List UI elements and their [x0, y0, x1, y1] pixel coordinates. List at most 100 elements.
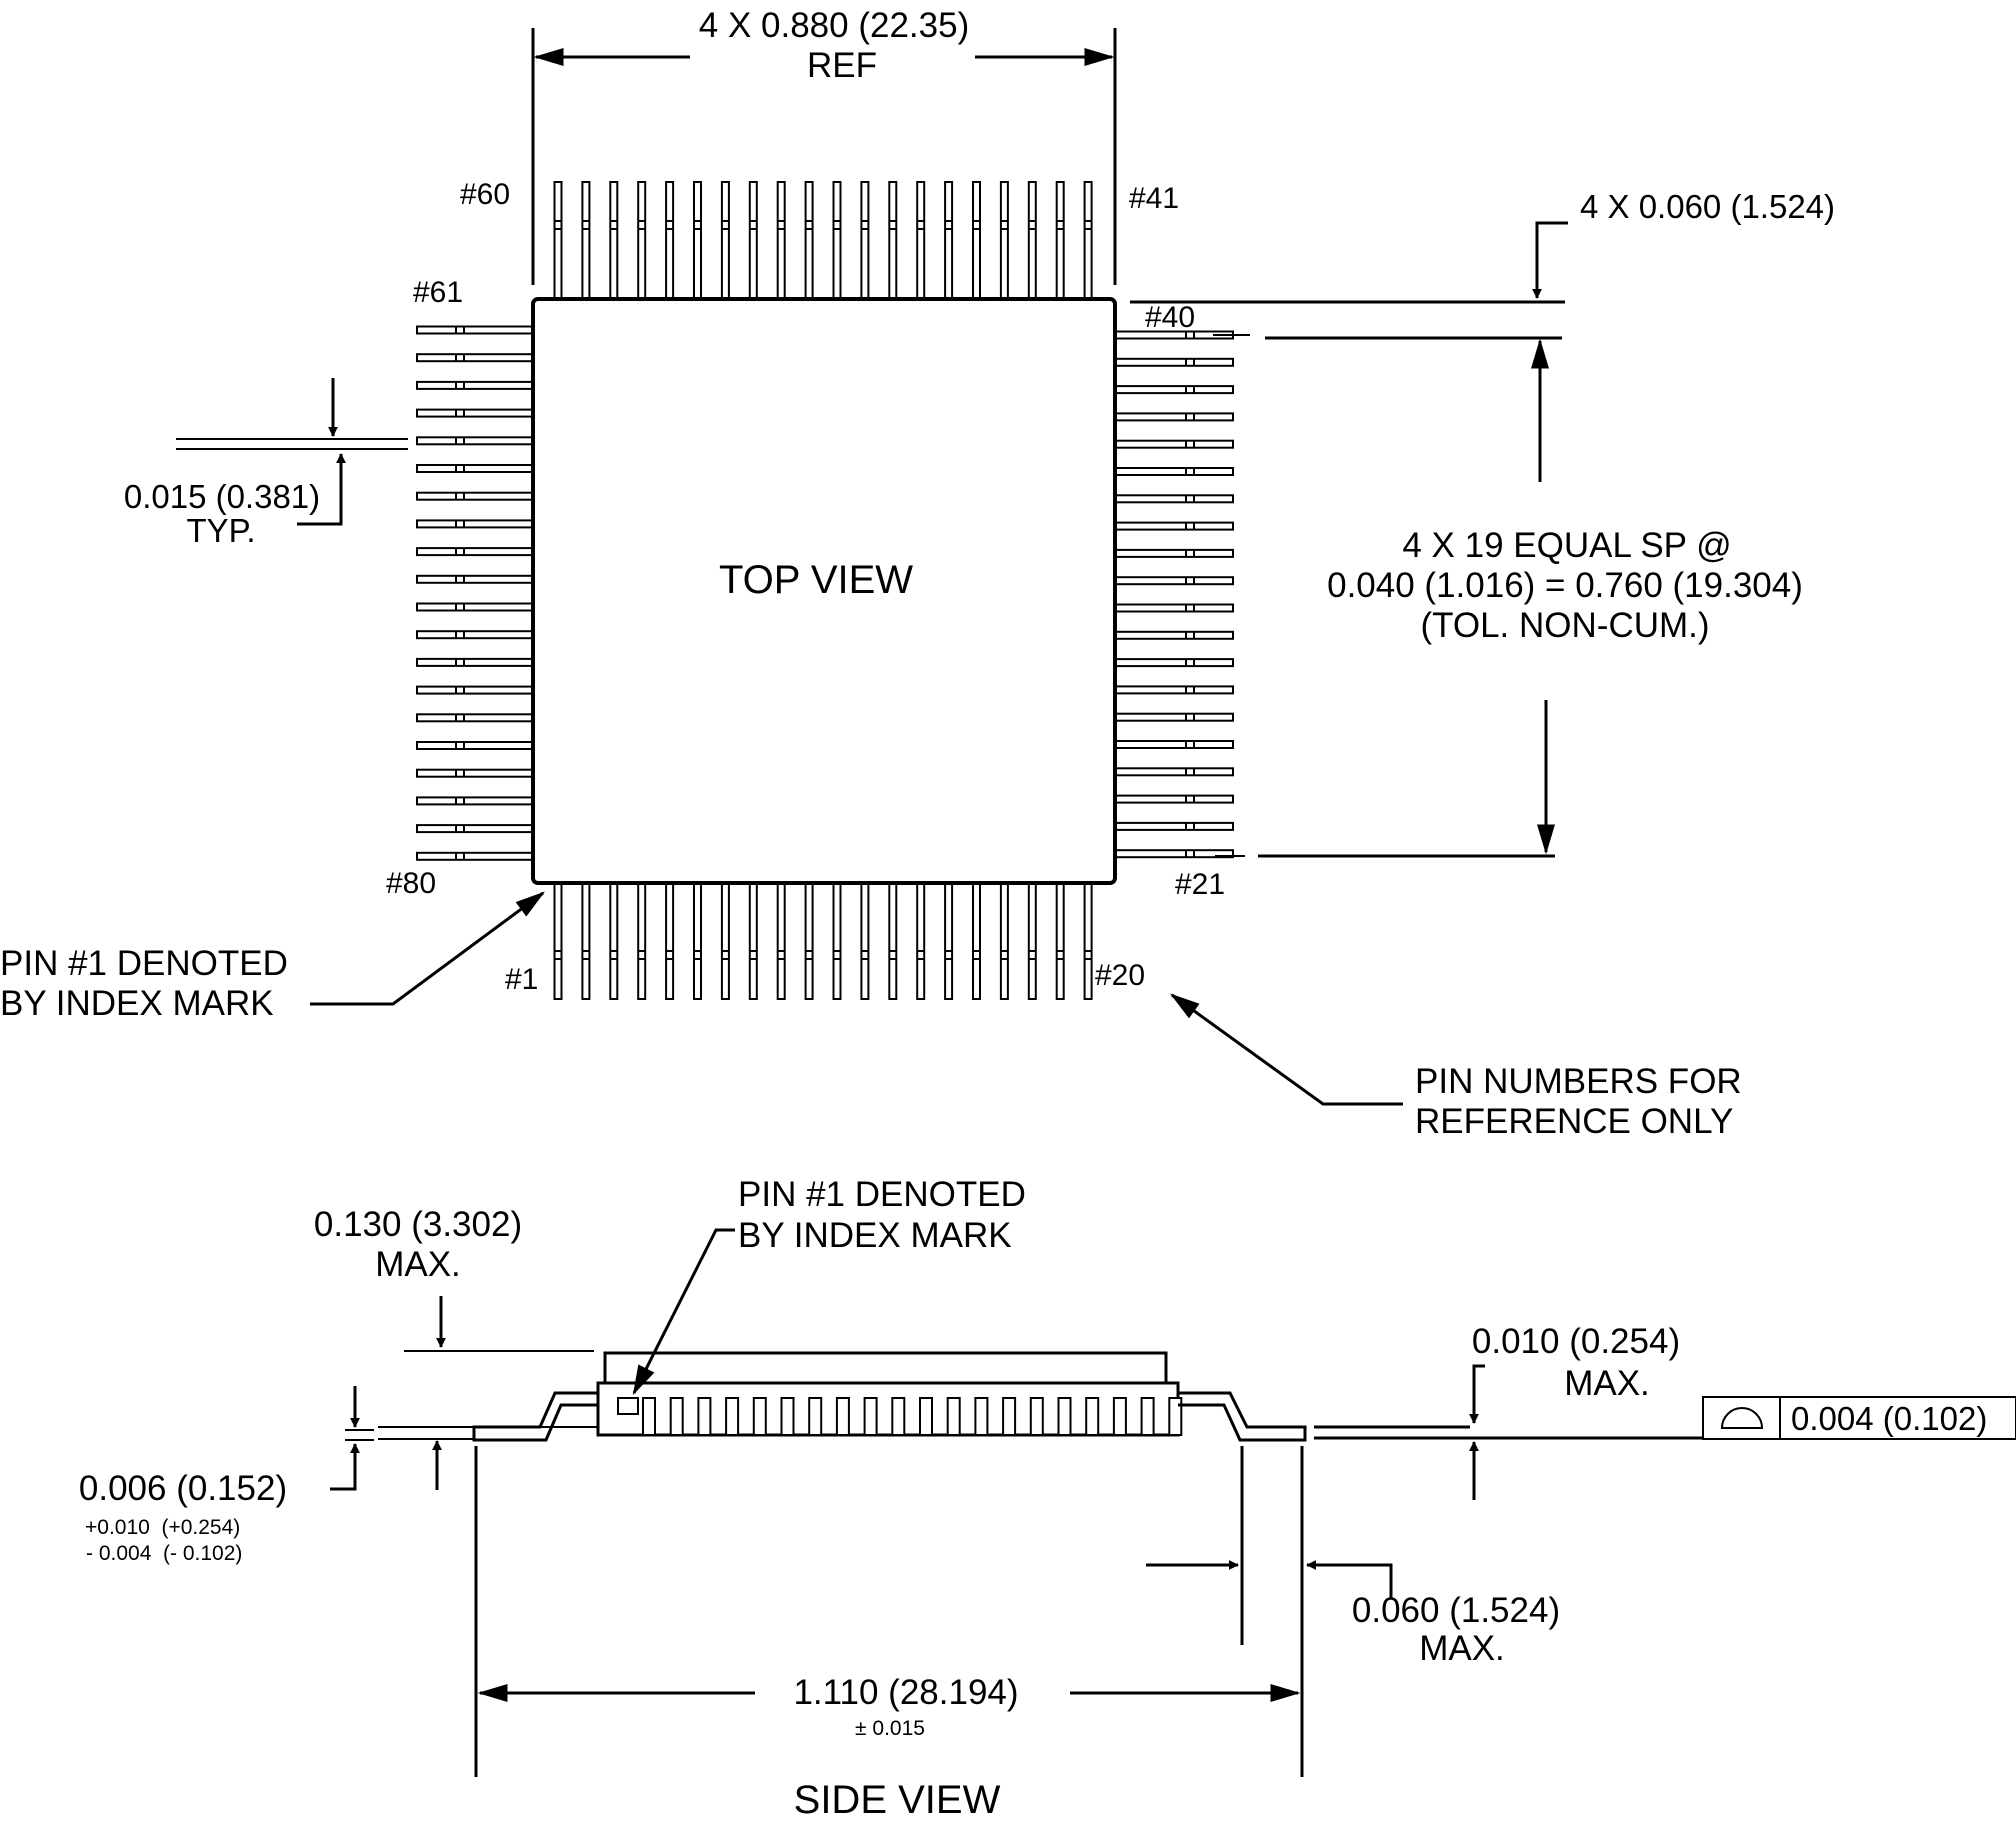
- spacing-dim-line3: (TOL. NON-CUM.): [1420, 606, 1709, 645]
- lead: [972, 181, 981, 300]
- lead: [1114, 494, 1234, 504]
- lead: [416, 741, 534, 750]
- lead-thickness-minus: - 0.004 (- 0.102): [86, 1542, 242, 1565]
- lead: [1114, 712, 1234, 722]
- side-lead: [642, 1397, 656, 1436]
- lead: [1114, 821, 1234, 831]
- side-view: 0.130 (3.302) MAX. PIN #1 DENOTED BY IND…: [79, 1175, 2016, 1822]
- lead: [416, 325, 534, 335]
- overall-length-dimension: 1.110 (28.194) ± 0.015: [474, 1446, 1301, 1777]
- lead: [720, 181, 730, 300]
- lead: [1114, 521, 1234, 531]
- lead: [1114, 576, 1234, 586]
- lead: [888, 181, 898, 300]
- lead: [1114, 385, 1234, 395]
- side-index-line2: BY INDEX MARK: [738, 1216, 1012, 1255]
- foot-length-max: MAX.: [1419, 1629, 1505, 1668]
- width-dim-ref: REF: [807, 46, 877, 85]
- width-dim-value: 4 X 0.880 (22.35): [699, 6, 969, 45]
- lead: [637, 882, 647, 1000]
- lead: [776, 882, 786, 1000]
- side-lead: [974, 1397, 989, 1436]
- lead: [999, 882, 1009, 1000]
- index-mark-note: PIN #1 DENOTED BY INDEX MARK: [0, 891, 546, 1023]
- pin-label-1: #1: [505, 963, 538, 996]
- side-index-line1: PIN #1 DENOTED: [738, 1175, 1026, 1214]
- side-view-title: SIDE VIEW: [794, 1778, 1001, 1822]
- side-lead: [946, 1397, 961, 1436]
- top-view: TOP VIEW #60 #41 #61 #40 #80 #21 #1 #20 …: [0, 6, 1835, 1141]
- lead: [581, 882, 591, 1000]
- left-gull-wing-lead: [472, 1391, 598, 1442]
- reference-note: PIN NUMBERS FOR REFERENCE ONLY: [1169, 993, 1742, 1141]
- lead: [416, 353, 534, 363]
- lead: [1114, 467, 1234, 476]
- lead: [553, 882, 563, 1000]
- lead: [416, 796, 534, 806]
- lead: [416, 547, 534, 557]
- lead: [416, 713, 534, 723]
- lead: [832, 882, 842, 1000]
- spacing-dim-line2: 0.040 (1.016) = 0.760 (19.304): [1327, 566, 1803, 605]
- side-lead: [835, 1397, 850, 1436]
- height-dim-value: 0.130 (3.302): [314, 1205, 522, 1244]
- lead: [609, 181, 619, 300]
- lead: [944, 181, 954, 300]
- package-body: [531, 297, 1117, 885]
- reference-note-line2: REFERENCE ONLY: [1415, 1102, 1733, 1141]
- side-lead: [1029, 1397, 1044, 1436]
- foot-length-dimension: 0.060 (1.524) MAX.: [1146, 1446, 1560, 1777]
- side-lead: [1140, 1397, 1155, 1436]
- height-dim-max: MAX.: [375, 1245, 461, 1284]
- lead: [416, 519, 534, 529]
- lead: [1055, 181, 1065, 300]
- pin-label-60: #60: [460, 178, 510, 211]
- lead: [972, 882, 981, 1000]
- side-lead: [1002, 1397, 1017, 1436]
- side-view-lid: [603, 1351, 1168, 1385]
- top-view-title: TOP VIEW: [719, 558, 913, 602]
- side-lead: [919, 1397, 933, 1436]
- overall-length-value: 1.110 (28.194): [793, 1673, 1018, 1712]
- side-view-body: [596, 1381, 1180, 1437]
- spacing-dim-line1: 4 X 19 EQUAL SP @: [1402, 526, 1731, 565]
- flatness-value: 0.004 (0.102): [1791, 1400, 1987, 1437]
- lead: [1027, 181, 1037, 300]
- standoff-max: MAX.: [1564, 1364, 1650, 1403]
- lead: [1114, 740, 1234, 749]
- lead: [1114, 412, 1234, 422]
- lead-width-value: 0.015 (0.381): [124, 478, 320, 515]
- standoff-dimension: 0.010 (0.254) MAX.: [1469, 1322, 1680, 1500]
- lead: [1114, 767, 1234, 777]
- lead: [416, 824, 534, 834]
- lead: [416, 464, 534, 473]
- side-lead: [1168, 1397, 1183, 1436]
- lead: [1055, 882, 1065, 1000]
- lead: [1114, 658, 1234, 668]
- index-note-line1: PIN #1 DENOTED: [0, 944, 288, 983]
- pin-label-20: #20: [1095, 959, 1145, 992]
- lead: [776, 181, 786, 300]
- lead: [581, 181, 591, 300]
- standoff-value: 0.010 (0.254): [1472, 1322, 1680, 1361]
- reference-note-line1: PIN NUMBERS FOR: [1415, 1062, 1742, 1101]
- pin-label-41: #41: [1129, 182, 1179, 215]
- lead: [1114, 603, 1234, 613]
- lead: [916, 181, 926, 300]
- lead: [1027, 882, 1037, 1000]
- lead: [860, 882, 870, 1000]
- lead: [720, 882, 730, 1000]
- pin-label-80: #80: [386, 867, 436, 900]
- lead: [416, 657, 534, 667]
- side-lead: [1112, 1397, 1127, 1436]
- lead-thickness-plus: +0.010 (+0.254): [85, 1516, 240, 1539]
- side-index-note: PIN #1 DENOTED BY INDEX MARK: [632, 1175, 1026, 1396]
- lead: [916, 882, 926, 1000]
- lead: [832, 181, 842, 300]
- lead: [804, 882, 814, 1000]
- side-lead: [1085, 1397, 1100, 1436]
- lead: [944, 882, 954, 1000]
- bottom-leads: [553, 882, 1093, 1000]
- pin-label-21: #21: [1175, 868, 1225, 901]
